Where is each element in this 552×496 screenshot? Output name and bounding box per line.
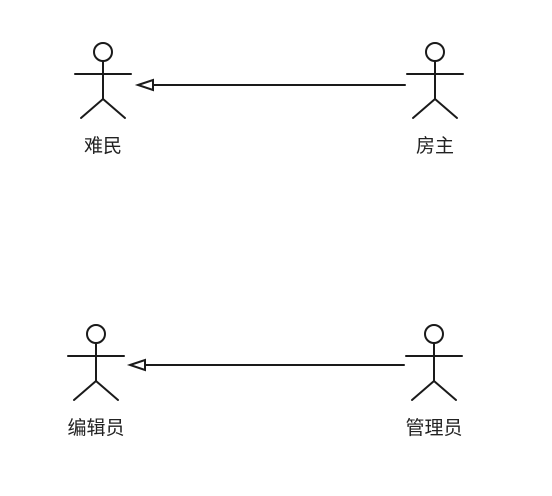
stick-figure-icon: [67, 324, 125, 401]
actor-admin[interactable]: 管理员: [405, 324, 463, 439]
hollow-triangle-arrowhead-icon: [134, 78, 154, 92]
stick-figure-icon: [74, 42, 132, 119]
generalization-host-to-refugee: [134, 78, 406, 92]
generalization-admin-to-editor: [126, 358, 405, 372]
actor-host[interactable]: 房主: [406, 42, 464, 157]
actor-label-host: 房主: [416, 135, 454, 157]
actor-editor[interactable]: 编辑员: [67, 324, 125, 439]
actor-refugee[interactable]: 难民: [74, 42, 132, 157]
stick-figure-icon: [405, 324, 463, 401]
actor-label-refugee: 难民: [84, 135, 122, 157]
stick-figure-icon: [406, 42, 464, 119]
actor-label-editor: 编辑员: [67, 417, 124, 439]
actor-label-admin: 管理员: [405, 417, 462, 439]
hollow-triangle-arrowhead-icon: [126, 358, 146, 372]
